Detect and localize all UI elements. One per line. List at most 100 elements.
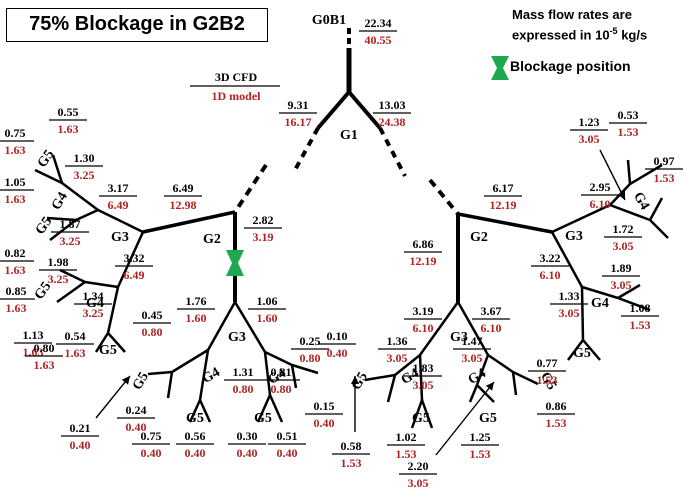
cfd-flow-value: 1.98 [48,255,69,269]
airway-segment [61,182,99,211]
model-flow-value: 3.05 [462,351,483,365]
generation-label: G3 [111,230,129,245]
pointer-arrow [599,149,626,201]
model-flow-value: 3.05 [387,351,408,365]
cfd-flow-value: 3.32 [124,251,145,265]
generation-label: G2 [203,232,221,247]
airway-segment [290,364,298,389]
airway-segment [198,399,212,423]
arrow-head [351,376,359,384]
airway-segment [94,332,110,353]
model-flow-value: 0.40 [185,446,206,460]
model-flow-value: 0.80 [300,351,321,365]
cfd-flow-value: 6.86 [413,237,434,251]
model-flow-value: 1.53 [654,171,675,185]
model-flow-value: 6.10 [540,268,561,282]
model-flow-value: 12.98 [170,198,197,212]
g1-right-branch-dashed [378,127,407,177]
cfd-flow-value: 0.25 [300,334,321,348]
airway-segment [46,216,77,222]
airway-segment [364,373,396,382]
cfd-flow-value: 22.34 [365,16,392,30]
legend-blockage-icon [491,56,509,80]
generation-label: G2 [470,230,488,245]
airway-segment [291,363,319,375]
figure-title: 75% Blockage in G2B2 [6,8,268,42]
cfd-flow-value: 0.53 [618,108,639,122]
model-flow-value: 3.25 [60,234,81,248]
pointer-arrow [95,375,131,419]
generation-label: G3 [450,330,468,345]
airway-segment [418,354,424,401]
airway-segment [617,296,651,312]
cfd-flow-value: 1.76 [186,294,207,308]
airway-segment [582,339,601,361]
model-flow-value: 3.25 [83,306,104,320]
cfd-flow-value: 1.13 [23,328,44,342]
model-flow-value: 1.53 [396,447,417,461]
cfd-flow-value: 0.55 [58,105,79,119]
airway-segment [468,384,479,403]
model-flow-value: 0.80 [271,382,292,396]
g1-right-branch [347,90,382,130]
cfd-flow-value: 1.33 [559,289,580,303]
model-flow-value: 1.53 [618,125,639,139]
cfd-flow-value: 0.51 [277,429,298,443]
model-flow-value: 0.40 [314,416,335,430]
airway-segment [188,399,202,423]
model-flow-value: 3.25 [74,168,95,182]
model-flow-value: 3.19 [253,230,274,244]
arrow-head [485,382,494,391]
cfd-flow-value: 0.56 [185,429,206,443]
model-flow-value: 1.53 [537,373,558,387]
airway-segment [75,208,99,222]
generation-label: G3 [228,330,246,345]
generation-label: G4 [466,366,489,388]
cfd-flow-value: 0.75 [141,429,162,443]
cfd-flow-value: 3.22 [540,251,561,265]
cfd-flow-value: 0.85 [6,284,27,298]
cfd-flow-value: 1.72 [613,222,634,236]
airway-segment [84,280,119,289]
generation-label: G5 [99,343,117,358]
model-flow-value: 1.63 [5,143,26,157]
model-flow-value: 0.40 [237,446,258,460]
cfd-flow-value: 0.30 [237,429,258,443]
g2-left-dashed [233,163,268,214]
generation-label: G4 [630,190,652,213]
model-flow-value: 0.40 [327,346,348,360]
model-flow-value: 0.40 [277,446,298,460]
airway-segment [263,351,272,396]
airway-segment [56,280,86,304]
airway-segment [256,394,272,423]
cfd-flow-value: 6.17 [493,181,514,195]
airway-segment [233,301,267,353]
units-note: Mass flow rates are expressed in 10-5 kg… [512,6,682,43]
airway-segment [106,286,120,334]
cfd-flow-value: 0.45 [142,308,163,322]
airway-segment [456,301,490,356]
cfd-flow-value: 0.21 [70,421,91,435]
cfd-flow-value: 2.82 [253,213,274,227]
cfd-flow-value: 1.87 [60,217,81,231]
g2-right-dashed [428,178,460,216]
airway-segment [512,370,539,386]
model-flow-value: 12.19 [490,198,517,212]
model-flow-value: 16.17 [285,115,312,129]
airway-segment [97,208,144,234]
arrow-head [617,191,625,200]
generation-label: G5 [412,411,430,426]
model-flow-value: 1.53 [470,447,491,461]
g2b1-branch [142,210,236,234]
model-flow-value: 6.49 [124,268,145,282]
model-flow-value: 1.60 [257,311,278,325]
generation-label: G5 [254,411,272,426]
cfd-flow-value: 0.81 [271,365,292,379]
airway-segment [206,301,237,351]
airway-segment [49,219,77,241]
cfd-flow-value: 3.19 [413,304,434,318]
cfd-flow-value: 0.77 [537,356,558,370]
airway-segment [617,283,641,300]
airway-segment [410,399,424,429]
